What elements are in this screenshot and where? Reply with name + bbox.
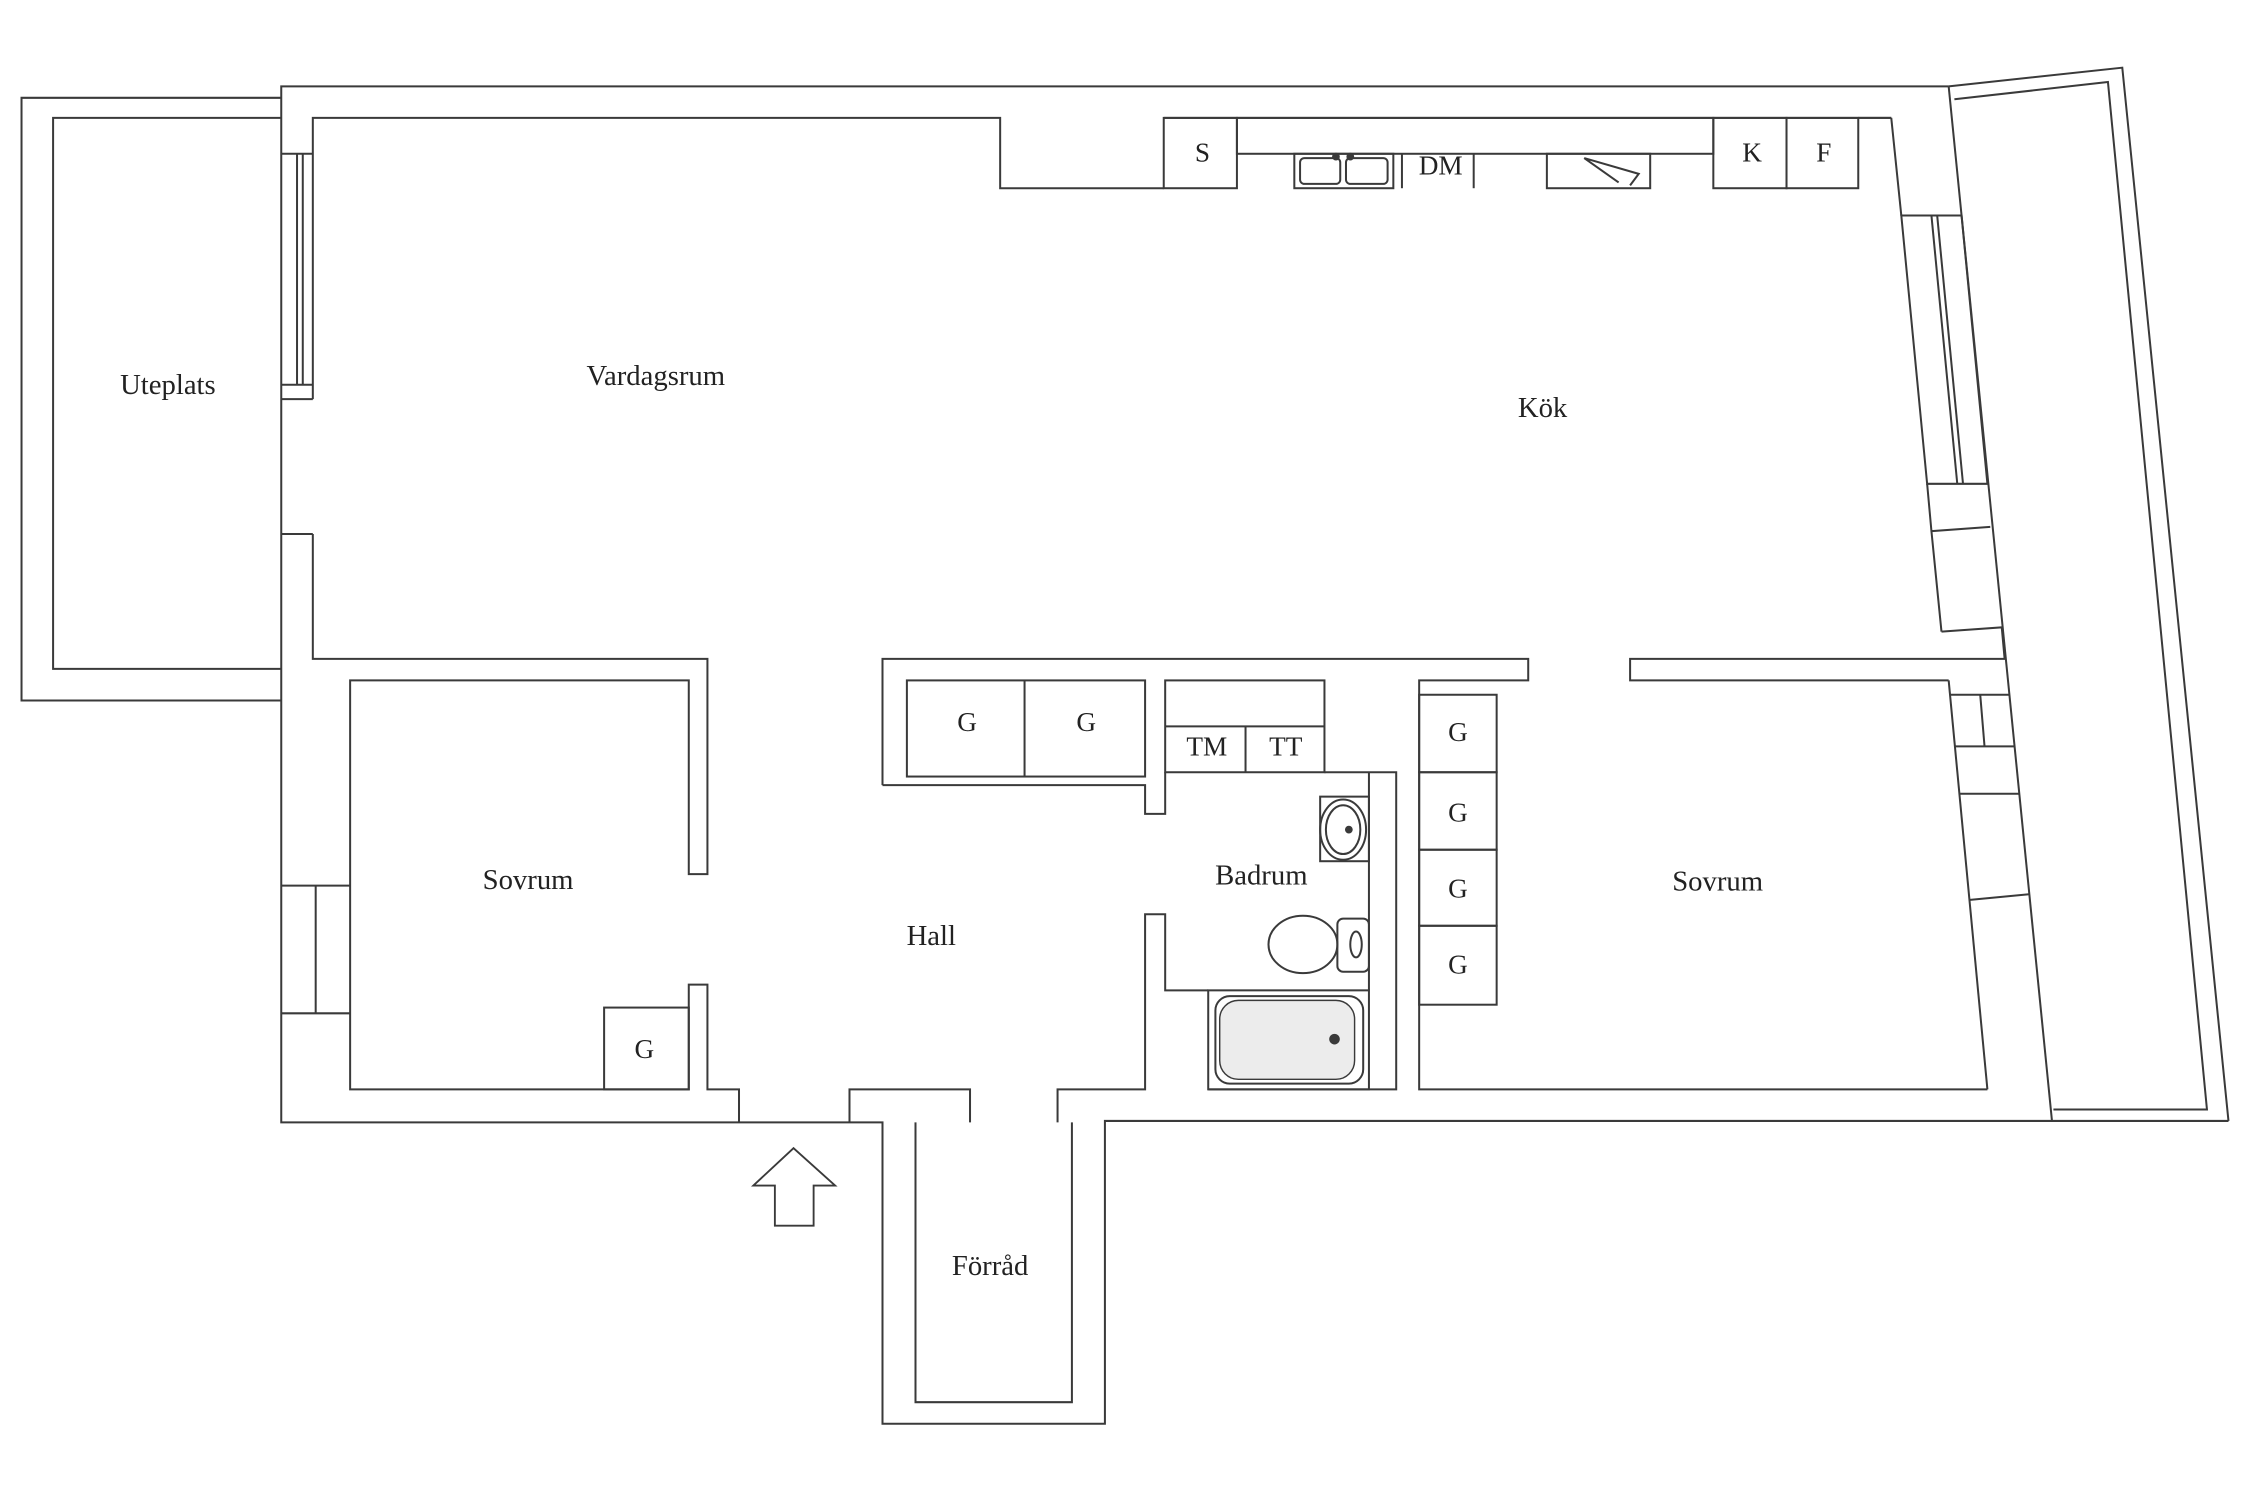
windows	[281, 152, 2019, 1015]
storage-inner-wall	[914, 1122, 1073, 1404]
toilet-tank	[1336, 917, 1370, 973]
label-wardrobe: G	[1448, 717, 1468, 747]
toilet-icon	[1267, 914, 1370, 975]
exterior-walls	[280, 85, 2229, 1425]
washbasin-drain	[1344, 825, 1353, 834]
washbasin-bowl	[1319, 798, 1368, 861]
bathtub-outline	[1207, 989, 1370, 1091]
freezer	[1785, 116, 1860, 190]
living-room-top-wall	[311, 116, 1164, 400]
hall-wardrobe-block	[905, 679, 1147, 778]
room-label-sovrum-left: Sovrum	[483, 864, 574, 896]
patio-inner-edge	[52, 116, 282, 670]
washbasin-inner	[1324, 804, 1362, 856]
wall-shelf	[1235, 116, 1715, 155]
living-room-window	[281, 152, 313, 401]
room-label-vardagsrum: Vardagsrum	[586, 360, 725, 392]
interior-walls	[281, 116, 2030, 1123]
toilet-bowl	[1267, 914, 1339, 975]
patio-outline	[20, 96, 282, 702]
room-label-kok: Kök	[1518, 392, 1568, 424]
room-label-uteplats: Uteplats	[120, 369, 216, 401]
right-balcony-strip	[1947, 66, 2230, 1122]
fixture-labels: S DM K F TM TT G G G G G G G	[634, 137, 1831, 1064]
storage-door-wall	[848, 1088, 972, 1123]
kitchen-fixtures	[1162, 116, 1892, 190]
strip-outer-edge	[1948, 66, 2230, 1122]
label-wardrobe: G	[634, 1034, 654, 1064]
room-label-sovrum-right: Sovrum	[1672, 865, 1763, 897]
stove-outline	[1545, 152, 1652, 190]
label-washer: TM	[1186, 731, 1227, 761]
sink-basin	[1344, 157, 1389, 185]
wardrobes	[603, 679, 1498, 1091]
kitchen-right-wall-pier	[1926, 483, 1991, 533]
faucet	[1346, 152, 1355, 161]
sink-outline	[1293, 152, 1395, 190]
faucet	[1332, 152, 1340, 161]
label-wardrobe: G	[1448, 873, 1468, 903]
bedroom-right-window	[1950, 693, 2019, 795]
bedroom-left-window	[281, 884, 351, 1015]
label-wardrobe: G	[1448, 797, 1468, 827]
room-label-hall: Hall	[907, 920, 956, 952]
label-wardrobe: G	[957, 707, 977, 737]
bathtub-rim	[1214, 995, 1365, 1085]
bathtub-icon	[1207, 989, 1370, 1091]
stove-icon	[1545, 152, 1652, 190]
room-label-badrum: Badrum	[1215, 860, 1307, 892]
kitchen-sink-icon	[1293, 152, 1395, 190]
window-glass	[1930, 215, 1959, 484]
kitchen-right-wall-upper	[1890, 117, 1903, 216]
exterior-wall-outline	[280, 85, 2229, 1425]
label-wardrobe: G	[1076, 707, 1096, 737]
kitchen-window	[1900, 214, 1989, 485]
bedroom-left-wardrobe	[603, 1006, 690, 1091]
bedroom-right-top-wall	[1629, 626, 2006, 682]
bedroom-right-wall-cap	[1968, 893, 2030, 901]
bedroom-right-outer-wall	[1947, 680, 1989, 1090]
sink-basin	[1299, 157, 1342, 185]
window-frame	[1900, 214, 1989, 485]
label-sink-cabinet: S	[1195, 137, 1210, 167]
label-dishwasher: DM	[1419, 150, 1463, 180]
bedroom-left-walls	[311, 534, 741, 1123]
bedroom-right-wardrobe	[1418, 924, 1498, 1006]
bathroom-left-wall	[1056, 913, 1209, 1123]
kitchen-right-wall-lower	[1930, 531, 1943, 632]
window-glass	[1979, 694, 1986, 747]
bathroom-fixtures	[1207, 795, 1370, 1091]
hall-kitchen-wall	[881, 657, 1988, 1091]
label-wardrobe: G	[1448, 950, 1468, 980]
bathtub-drain	[1329, 1033, 1340, 1045]
window-glass	[1936, 215, 1965, 484]
toilet-flush	[1349, 930, 1363, 959]
stove-mark	[1583, 157, 1641, 186]
wardrobe-door-track	[882, 772, 1167, 815]
room-label-forrad: Förråd	[952, 1250, 1028, 1282]
strip-inner-line	[1954, 80, 2209, 1111]
label-dryer: TT	[1269, 731, 1303, 761]
label-freezer: F	[1816, 137, 1831, 167]
label-fridge: K	[1742, 137, 1762, 167]
bathtub-basin	[1218, 999, 1356, 1081]
entrance-arrow-icon	[750, 1146, 838, 1227]
washbasin-icon	[1319, 795, 1370, 863]
patio-outer-edge	[20, 96, 282, 702]
room-labels: Uteplats Vardagsrum Kök Sovrum Hall Badr…	[120, 360, 1763, 1282]
